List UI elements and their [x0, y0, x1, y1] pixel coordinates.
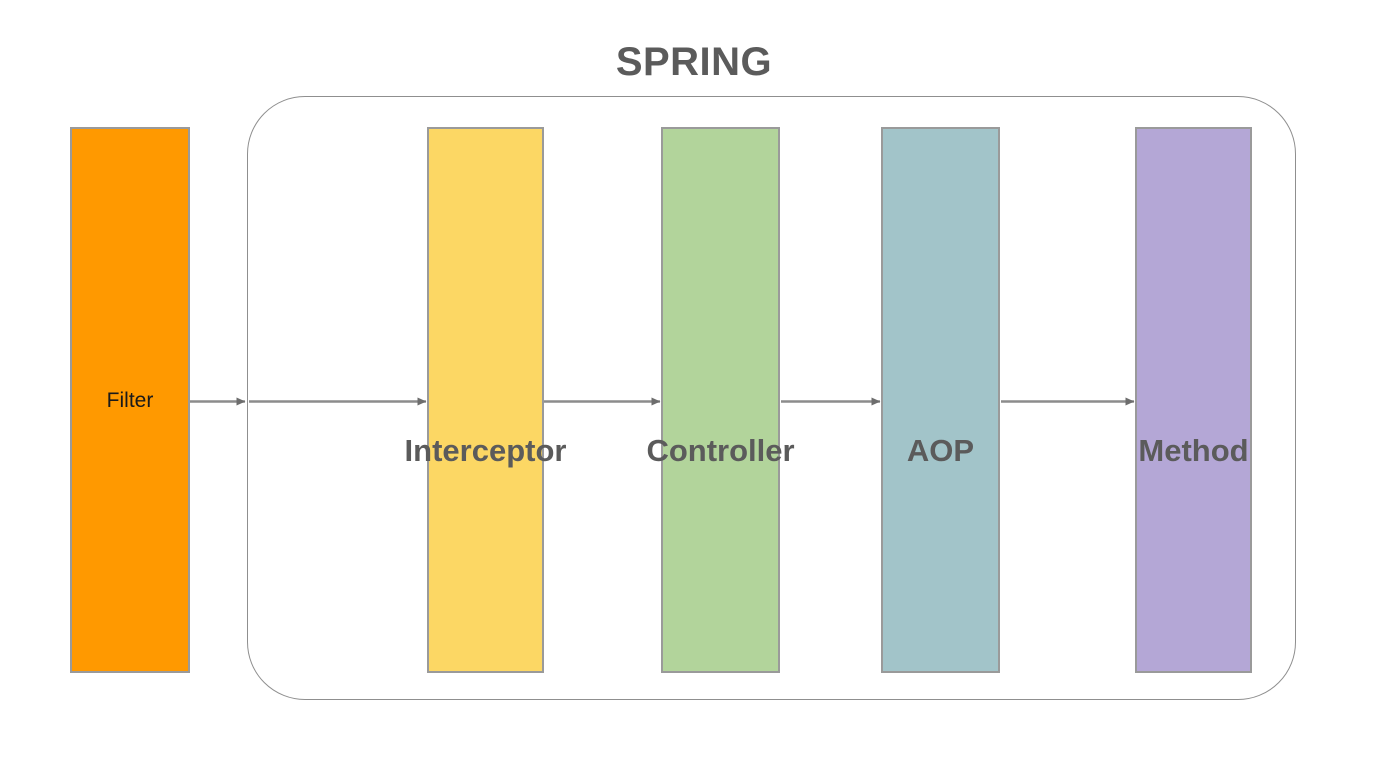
stage-box-interceptor[interactable]	[427, 127, 544, 673]
stage-box-method[interactable]	[1135, 127, 1252, 673]
page-title: SPRING	[615, 40, 773, 84]
stage-box-controller[interactable]	[661, 127, 780, 673]
spring-boundary	[247, 96, 1296, 700]
stage-box-aop[interactable]	[881, 127, 1000, 673]
stage-box-filter[interactable]	[70, 127, 190, 673]
